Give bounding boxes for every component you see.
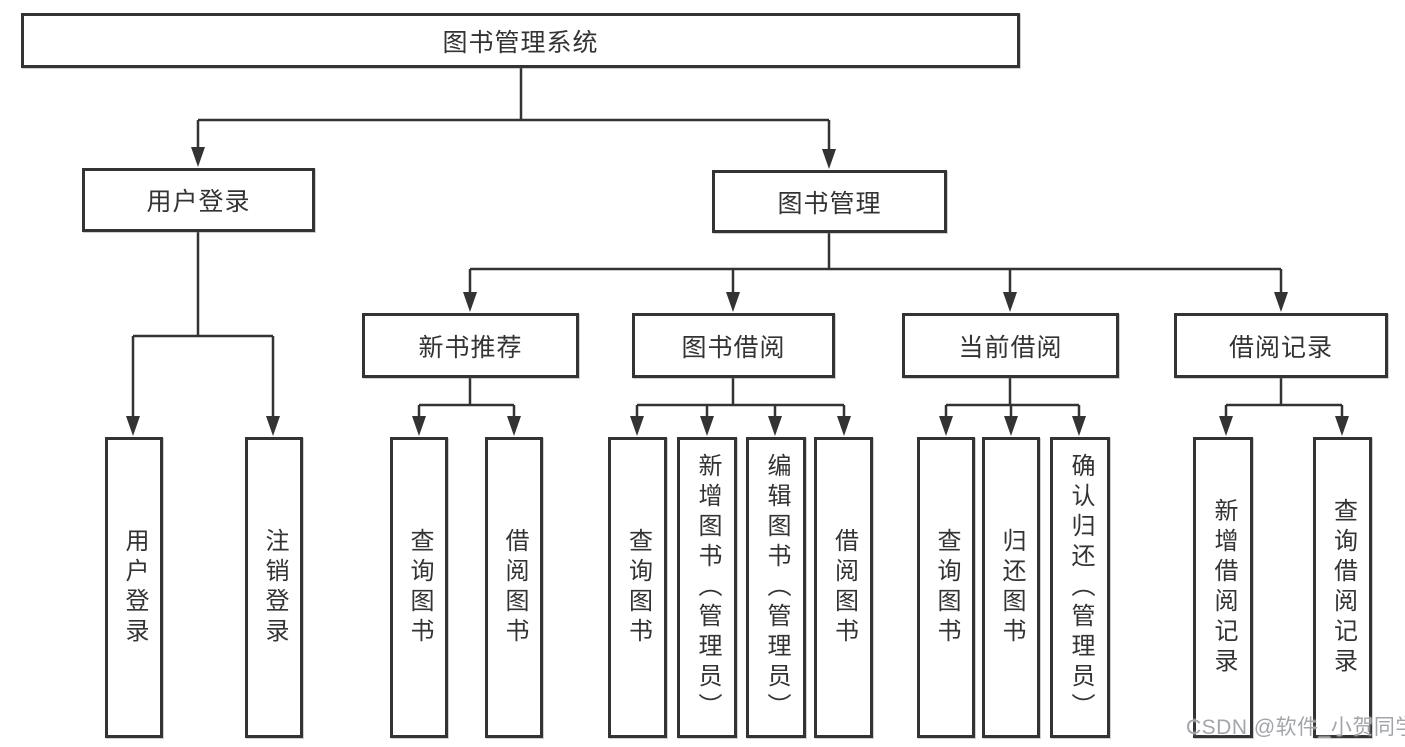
node-user-login: 用户登录	[82, 168, 315, 232]
leaf-nb-borrow-books-label: 借阅图书	[501, 527, 528, 648]
leaf-user-login-label: 用户登录	[121, 527, 148, 648]
node-leaf-user-login: 用户登录	[105, 437, 163, 738]
node-root-title: 图书管理系统	[21, 13, 1020, 68]
leaf-cb-return-books-label: 归还图书	[998, 527, 1025, 648]
book-borrowing-label: 图书借阅	[681, 333, 786, 362]
leaf-logout-label: 注销登录	[261, 527, 288, 648]
node-leaf-nb-borrow-books: 借阅图书	[485, 437, 543, 738]
node-leaf-logout: 注销登录	[245, 437, 303, 738]
node-leaf-bb-add-books-admin: 新增图书（管理员）	[677, 437, 737, 738]
leaf-cb-query-books-label: 查询图书	[933, 527, 960, 648]
node-leaf-br-query-record: 查询借阅记录	[1313, 437, 1372, 738]
node-leaf-bb-query-books: 查询图书	[608, 437, 667, 738]
node-new-book-recommend: 新书推荐	[362, 313, 579, 378]
node-borrowing-records: 借阅记录	[1174, 313, 1388, 378]
root-title-label: 图书管理系统	[442, 28, 599, 57]
leaf-br-add-record-label: 新增借阅记录	[1210, 497, 1237, 678]
leaf-bb-query-books-label: 查询图书	[624, 527, 652, 648]
leaf-bb-borrow-books-label: 借阅图书	[830, 527, 858, 648]
branch-bars	[133, 67, 1342, 407]
node-leaf-bb-edit-books-admin: 编辑图书（管理员）	[746, 437, 806, 738]
node-current-borrowing: 当前借阅	[902, 313, 1119, 378]
node-book-management: 图书管理	[712, 170, 947, 233]
borrowing-records-label: 借阅记录	[1228, 333, 1333, 362]
node-leaf-nb-query-books: 查询图书	[390, 437, 448, 738]
leaf-nb-query-books-label: 查询图书	[406, 527, 433, 648]
node-book-borrowing: 图书借阅	[632, 313, 835, 378]
user-login-label: 用户登录	[146, 188, 251, 216]
current-borrowing-label: 当前借阅	[958, 333, 1063, 362]
leaf-cb-confirm-return-admin-label: 确认归还（管理员）	[1067, 452, 1094, 723]
node-leaf-bb-borrow-books: 借阅图书	[814, 437, 873, 738]
node-leaf-cb-return-books: 归还图书	[982, 437, 1040, 738]
node-leaf-br-add-record: 新增借阅记录	[1193, 437, 1253, 738]
book-management-label: 图书管理	[777, 189, 882, 218]
arrow-connectors	[126, 120, 1349, 436]
csdn-watermark: CSDN @软件_小贺同学	[1186, 716, 1405, 739]
node-leaf-cb-query-books: 查询图书	[917, 437, 975, 738]
leaf-bb-add-books-admin-label: 新增图书（管理员）	[694, 452, 721, 723]
node-leaf-cb-confirm-return-admin: 确认归还（管理员）	[1050, 437, 1110, 738]
leaf-bb-edit-books-admin-label: 编辑图书（管理员）	[763, 452, 790, 723]
leaf-br-query-record-label: 查询借阅记录	[1329, 497, 1357, 678]
new-book-recommend-label: 新书推荐	[418, 333, 523, 362]
